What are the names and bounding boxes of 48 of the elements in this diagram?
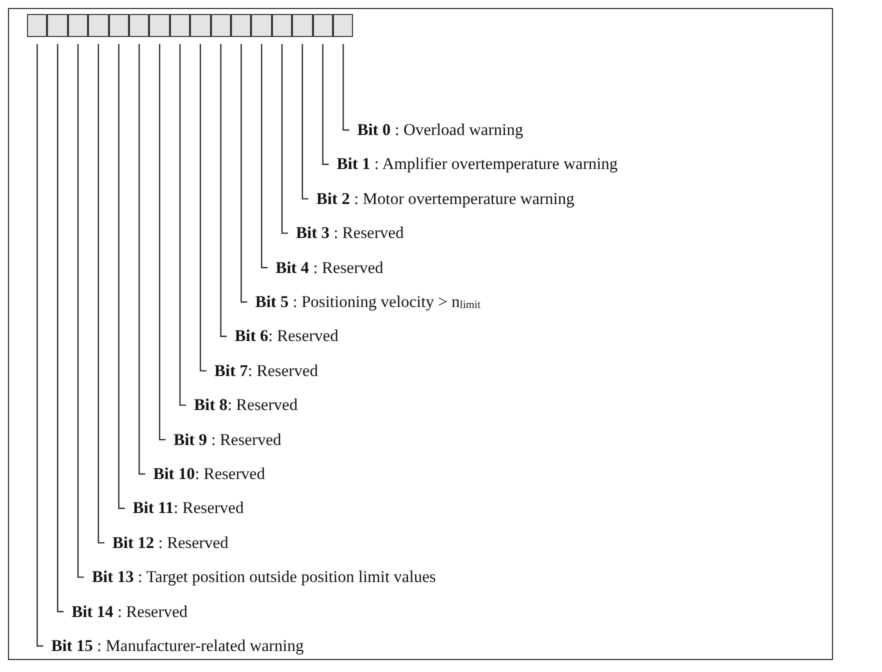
bit-description: Bit 12 : Reserved [104, 532, 228, 553]
bit-description: Bit 14 : Reserved [64, 602, 188, 622]
bit-cell [231, 14, 252, 37]
bit-cell [272, 14, 292, 37]
leader-line [179, 44, 186, 406]
bit-cell [190, 14, 211, 37]
bit-description: Bit 0 : Overload warning [349, 120, 524, 140]
leader-line [302, 44, 308, 200]
leader-line [138, 44, 146, 475]
bit-description: Bit 11: Reserved [124, 498, 244, 518]
bit-description: Bit 5 : Positioning velocity > n$_{limit}$ [247, 292, 481, 315]
bit-cell [170, 14, 190, 37]
bit-description: Bit 15 : Manufacturer-related warning [43, 636, 304, 656]
leader-line [36, 44, 44, 647]
leader-line [200, 44, 206, 372]
bit-description: Bit 13 : Target position outside position limit values [84, 567, 436, 588]
bit-description: Bit 4 : Reserved [268, 258, 384, 278]
bit-cell [68, 14, 88, 37]
bit-description: Bit 10: Reserved [145, 464, 266, 484]
leader-line [118, 44, 125, 509]
bit-description: Bit 6: Reserved [226, 326, 338, 346]
leader-line [261, 44, 268, 268]
leader-line [220, 44, 227, 337]
bit-cell [149, 14, 170, 37]
bit-description: Bit 3 : Reserved [288, 223, 404, 244]
bit-cell [129, 14, 150, 37]
leader-line [57, 44, 64, 612]
leader-line [322, 44, 329, 165]
bit-description: Bit 8: Reserved [186, 395, 298, 416]
bit-cell [292, 14, 313, 37]
bit-cell [210, 14, 231, 37]
bit-description: Bit 9 : Reserved [166, 430, 282, 450]
leader-line [281, 44, 288, 234]
bit-cell [333, 14, 354, 37]
leader-line [342, 44, 350, 131]
leader-line [77, 44, 84, 578]
bit-cell [108, 14, 129, 37]
bit-cell [251, 14, 272, 37]
bit-cell [47, 14, 68, 37]
leader-line [98, 44, 104, 544]
leader-line [240, 44, 248, 303]
bit-description: Bit 2 : Motor overtemperature warning [308, 188, 574, 209]
bit-cell [312, 14, 333, 37]
bit-cell [27, 14, 48, 37]
bit-cell [88, 14, 109, 37]
bit-description: Bit 7: Reserved [206, 360, 318, 381]
bit-description: Bit 1 : Amplifier overtemperature warning [328, 154, 618, 174]
leader-line [159, 44, 166, 440]
